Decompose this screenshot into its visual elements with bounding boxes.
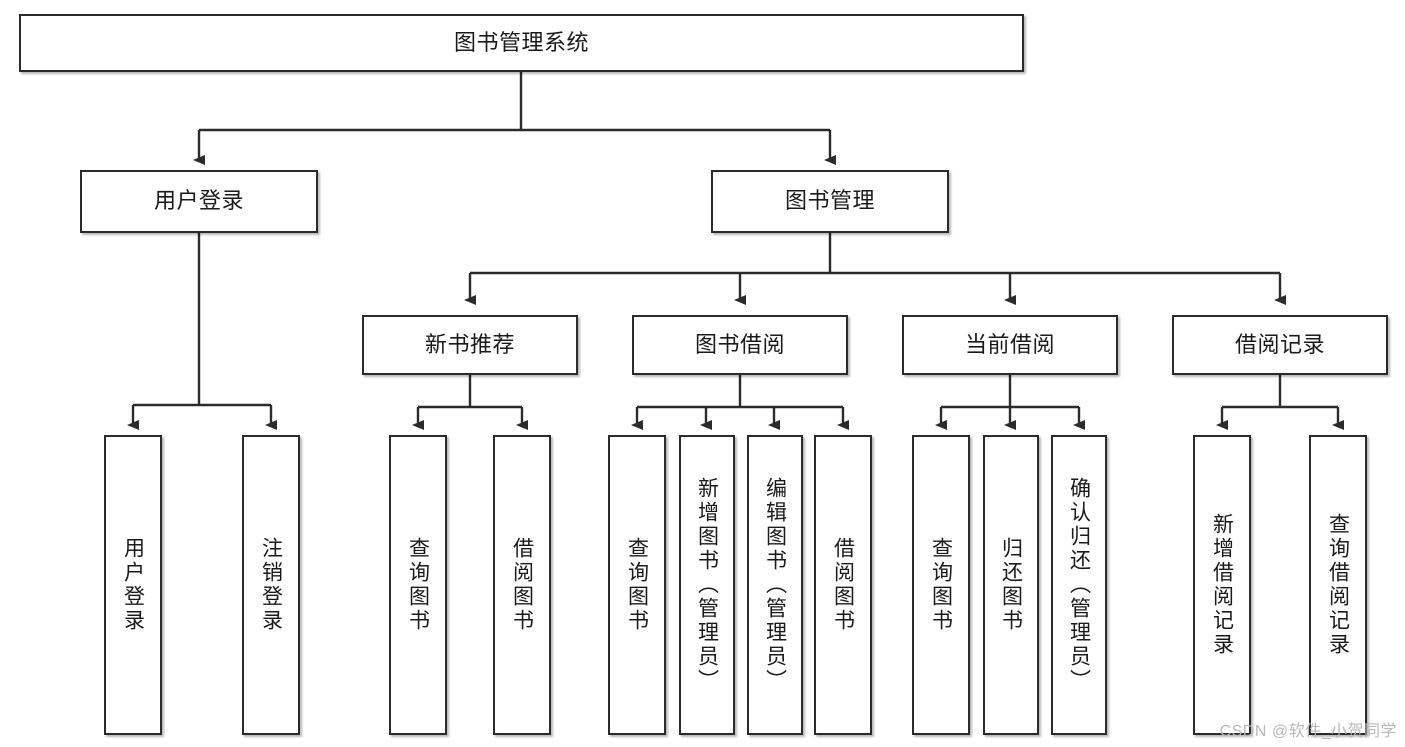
- node-leaf-add-book-admin[interactable]: 新增图书（管理员）: [679, 435, 735, 735]
- node-label: 当前借阅: [964, 331, 1055, 357]
- node-leaf-logout[interactable]: 注销登录: [242, 435, 300, 735]
- node-label: 查询图书: [929, 537, 953, 633]
- node-label: 图书管理系统: [453, 29, 589, 55]
- node-label: 借阅记录: [1234, 331, 1325, 357]
- node-leaf-confirm-return-admin[interactable]: 确认归还（管理员）: [1051, 435, 1107, 735]
- node-root-book-management-system[interactable]: 图书管理系统: [19, 14, 1024, 72]
- node-label: 用户登录: [121, 537, 145, 633]
- node-leaf-return-book[interactable]: 归还图书: [983, 435, 1039, 735]
- node-leaf-add-borrow-record[interactable]: 新增借阅记录: [1193, 435, 1251, 735]
- node-leaf-borrow-book[interactable]: 借阅图书: [814, 435, 872, 735]
- node-book-borrow[interactable]: 图书借阅: [632, 315, 848, 375]
- node-user-login[interactable]: 用户登录: [80, 170, 318, 233]
- node-label: 查询图书: [625, 537, 649, 633]
- node-leaf-user-login[interactable]: 用户登录: [104, 435, 162, 735]
- node-label: 查询图书: [406, 537, 430, 633]
- node-label: 借阅图书: [510, 537, 534, 633]
- node-leaf-query-book-current[interactable]: 查询图书: [912, 435, 970, 735]
- node-current-borrow[interactable]: 当前借阅: [902, 315, 1118, 375]
- node-new-book-recommend[interactable]: 新书推荐: [362, 315, 578, 375]
- node-label: 查询借阅记录: [1326, 513, 1350, 657]
- node-leaf-query-book-borrow[interactable]: 查询图书: [608, 435, 666, 735]
- node-book-management[interactable]: 图书管理: [711, 170, 949, 233]
- node-label: 新书推荐: [424, 331, 515, 357]
- node-label: 归还图书: [999, 537, 1023, 633]
- node-label: 新增图书（管理员）: [695, 477, 719, 693]
- node-label: 用户登录: [153, 188, 244, 214]
- node-leaf-edit-book-admin[interactable]: 编辑图书（管理员）: [747, 435, 803, 735]
- node-borrow-record[interactable]: 借阅记录: [1172, 315, 1388, 375]
- node-label: 图书借阅: [694, 331, 785, 357]
- node-label: 新增借阅记录: [1210, 513, 1234, 657]
- node-label: 确认归还（管理员）: [1067, 477, 1091, 693]
- node-leaf-query-book-new[interactable]: 查询图书: [389, 435, 447, 735]
- node-label: 图书管理: [784, 188, 875, 214]
- node-label: 借阅图书: [831, 537, 855, 633]
- node-leaf-borrow-book-new[interactable]: 借阅图书: [493, 435, 551, 735]
- csdn-watermark: CSDN @软件_小贺同学: [1219, 723, 1397, 740]
- node-leaf-query-borrow-record[interactable]: 查询借阅记录: [1309, 435, 1367, 735]
- node-label: 编辑图书（管理员）: [763, 477, 787, 693]
- node-label: 注销登录: [259, 537, 283, 633]
